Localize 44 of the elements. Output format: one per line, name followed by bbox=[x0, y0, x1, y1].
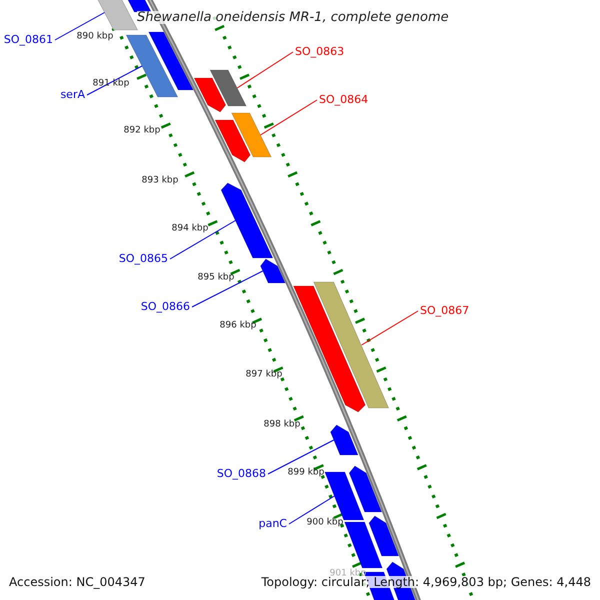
gene-bar bbox=[368, 516, 400, 556]
gene-bar bbox=[231, 112, 272, 158]
accession-text: Accession: NC_004347 bbox=[9, 576, 146, 588]
gene-bar bbox=[148, 32, 194, 90]
gene-label: SO_0861 bbox=[4, 34, 53, 45]
gene-bar bbox=[210, 70, 247, 106]
leader-line bbox=[54, 12, 106, 40]
scale-label: 899 kbp bbox=[288, 468, 324, 478]
gene-bar bbox=[260, 258, 286, 284]
gene-bar bbox=[313, 282, 390, 408]
gene-label: SO_0867 bbox=[420, 305, 470, 316]
gene-label: SO_0866 bbox=[140, 301, 190, 312]
leader-line bbox=[236, 52, 294, 88]
leader-line bbox=[192, 270, 264, 308]
gene-label: panC bbox=[258, 518, 287, 529]
scale-label: 896 kbp bbox=[220, 322, 256, 330]
scale-label: 897 kbp bbox=[246, 370, 282, 380]
gene-bar bbox=[348, 466, 382, 512]
scale-label: 890 kbp bbox=[76, 32, 114, 42]
gene-bar bbox=[330, 424, 358, 456]
gene-label: SO_0868 bbox=[216, 468, 266, 479]
leader-line bbox=[170, 220, 236, 260]
leader-line bbox=[288, 496, 335, 524]
leader-line bbox=[268, 440, 334, 474]
gene-bar bbox=[293, 286, 366, 412]
gene-label: SO_0863 bbox=[295, 46, 344, 57]
scale-label: 892 kbp bbox=[124, 126, 160, 136]
gene-label: SO_0865 bbox=[118, 253, 168, 264]
scale-label: 895 kbp bbox=[198, 274, 234, 282]
gene-label: SO_0864 bbox=[319, 94, 368, 105]
gene-bar bbox=[194, 78, 226, 112]
scale-label: 898 kbp bbox=[264, 420, 300, 430]
leader-line bbox=[260, 100, 318, 136]
scale-label: 893 kbp bbox=[142, 176, 178, 186]
scale-label: 891 kbp bbox=[92, 80, 130, 88]
genome-info-text: Topology: circular; Length: 4,969,803 bp; Genes: 4,448 bbox=[261, 576, 591, 588]
leader-line bbox=[86, 66, 143, 96]
gene-bar bbox=[344, 522, 383, 568]
gene-label: serA bbox=[60, 89, 85, 100]
title: Shewanella oneidensis MR-1, complete genome bbox=[137, 11, 449, 24]
scale-label: 894 kbp bbox=[172, 224, 208, 234]
gene-bar bbox=[220, 182, 274, 258]
gene-bar bbox=[214, 120, 251, 162]
scale-label: 900 kbp bbox=[306, 518, 344, 528]
